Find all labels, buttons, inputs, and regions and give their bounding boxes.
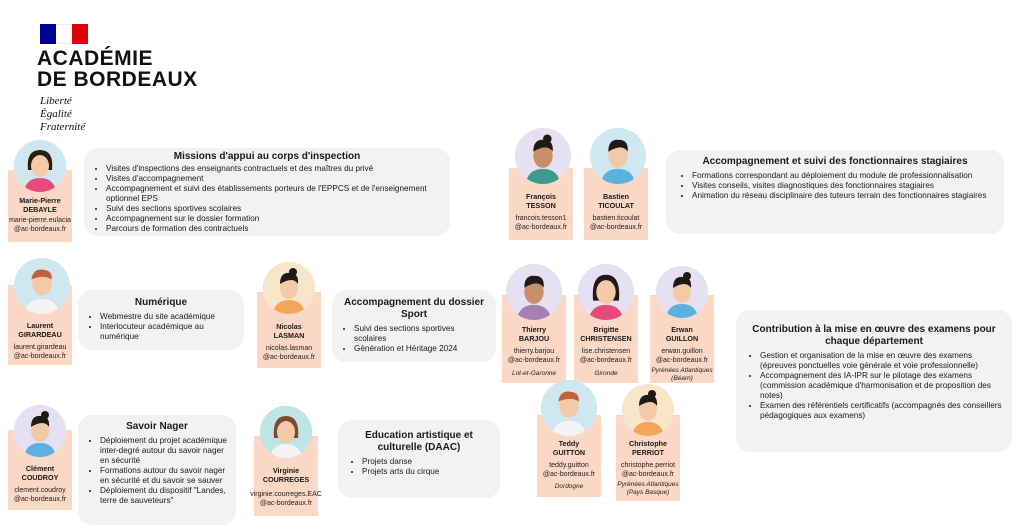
list-item: Formations autour du savoir nager en séc… (100, 466, 228, 486)
box-title: Savoir Nager (126, 421, 188, 432)
person-email[interactable]: thierry.barjou@ac-bordeaux.fr (507, 348, 561, 364)
nager-list: Déploiement du projet académique inter-d… (86, 436, 228, 506)
person-email[interactable]: nicolas.lasman@ac-bordeaux.fr (262, 345, 316, 361)
person-department: Pyrénées Atlantiques(Pays Basque) (617, 481, 679, 496)
list-item: Projets danse (362, 457, 490, 467)
stagiaires-list: Formations correspondant au déploiement … (678, 171, 992, 201)
examens-box: Contribution à la mise en œuvre des exam… (736, 310, 1012, 452)
daac-list: Projets danse Projets arts du cirque (348, 457, 490, 477)
avatar-woman-icon (260, 406, 312, 458)
avatar-man-icon (656, 266, 708, 318)
republic-motto: Liberté Égalité Fraternité (40, 95, 86, 133)
avatar-man-icon (14, 405, 66, 457)
list-item: Déploiement du projet académique inter-d… (100, 436, 228, 466)
sport-list: Suivi des sections sportives scolaires G… (340, 324, 488, 354)
person-email[interactable]: teddy.guitton@ac-bordeaux.fr (542, 462, 596, 478)
avatar-woman-icon (14, 140, 66, 192)
box-title: Accompagnement du dossier Sport (343, 297, 485, 320)
list-item: Accompagnement et suivi des établissemen… (106, 184, 442, 204)
list-item: Interlocuteur académique au numérique (100, 322, 236, 342)
person-department: Lot-et-Garonne (511, 370, 557, 377)
box-title: Accompagnement et suivi des fonctionnair… (702, 156, 968, 167)
list-item: Visites conseils, visites diagnostiques … (692, 181, 992, 191)
box-title: Missions d'appui au corps d'inspection (173, 151, 361, 162)
person-email[interactable]: virginie.courreges.EAC@ac-bordeaux.fr (250, 491, 322, 507)
person-department: Pyrénées Atlantiques(Béarn) (651, 367, 713, 382)
list-item: Webmestre du site académique (100, 312, 236, 322)
person-email[interactable]: laurent.girardeau@ac-bordeaux.fr (13, 344, 67, 360)
person-email[interactable]: erwan.guillon@ac-bordeaux.fr (655, 348, 709, 364)
list-item: Parcours de formation des contractuels (106, 224, 442, 234)
list-item: Accompagnement des IA-IPR sur le pilotag… (760, 371, 1002, 401)
daac-box: Education artistique et culturelle (DAAC… (338, 420, 500, 498)
person-email[interactable]: bastien.ticoulat@ac-bordeaux.fr (589, 215, 643, 231)
missions-box: Missions d'appui au corps d'inspection V… (84, 148, 450, 236)
stagiaires-box: Accompagnement et suivi des fonctionnair… (666, 150, 1004, 234)
marianne-flag-logo (40, 24, 88, 44)
examens-list: Gestion et organisation de la mise en œu… (746, 351, 1002, 421)
avatar-woman-icon (578, 264, 634, 320)
person-email[interactable]: lise.christensen@ac-bordeaux.fr (579, 348, 633, 364)
list-item: Gestion et organisation de la mise en œu… (760, 351, 1002, 371)
person-email[interactable]: marie-pierre.eulacia@ac-bordeaux.fr (9, 217, 71, 233)
person-email[interactable]: francois.tesson1@ac-bordeaux.fr (514, 215, 568, 231)
list-item: Formations correspondant au déploiement … (692, 171, 992, 181)
academie-logo-name: ACADÉMIE DE BORDEAUX (37, 47, 198, 91)
person-department: Dordogne (554, 483, 584, 490)
missions-list: Visites d'inspections des enseignants co… (92, 164, 442, 234)
avatar-man-icon (506, 264, 562, 320)
list-item: Projets arts du cirque (362, 467, 490, 477)
list-item: Déploiement du dispositif "Landes, terre… (100, 486, 228, 506)
avatar-man-icon (590, 128, 646, 184)
list-item: Visites d'accompagnement (106, 174, 442, 184)
avatar-man-icon (622, 384, 674, 436)
sport-box: Accompagnement du dossier Sport Suivi de… (332, 290, 496, 362)
box-title: Education artistique et culturelle (DAAC… (365, 430, 473, 453)
numerique-list: Webmestre du site académique Interlocute… (86, 312, 236, 342)
numerique-box: Numérique Webmestre du site académique I… (78, 290, 244, 350)
list-item: Examen des référentiels certificatifs (a… (760, 401, 1002, 421)
list-item: Visites d'inspections des enseignants co… (106, 164, 442, 174)
box-title: Numérique (134, 297, 188, 308)
avatar-man-icon (541, 380, 597, 436)
list-item: Animation du réseau disciplinaire des tu… (692, 191, 992, 201)
list-item: Suivi des sections sportives scolaires (354, 324, 488, 344)
person-department: Gironde (594, 370, 618, 377)
savoir-nager-box: Savoir Nager Déploiement du projet acadé… (78, 415, 236, 525)
avatar-man-icon (14, 258, 70, 314)
person-email[interactable]: christophe.perriot@ac-bordeaux.fr (620, 462, 676, 478)
box-title: Contribution à la mise en œuvre des exam… (752, 324, 996, 347)
list-item: Accompagnement sur le dossier formation (106, 214, 442, 224)
person-email[interactable]: clement.coudroy@ac-bordeaux.fr (13, 487, 67, 503)
avatar-man-icon (515, 128, 571, 184)
avatar-man-icon (263, 262, 315, 314)
list-item: Génération et Héritage 2024 (354, 344, 488, 354)
list-item: Suivi des sections sportives scolaires (106, 204, 442, 214)
